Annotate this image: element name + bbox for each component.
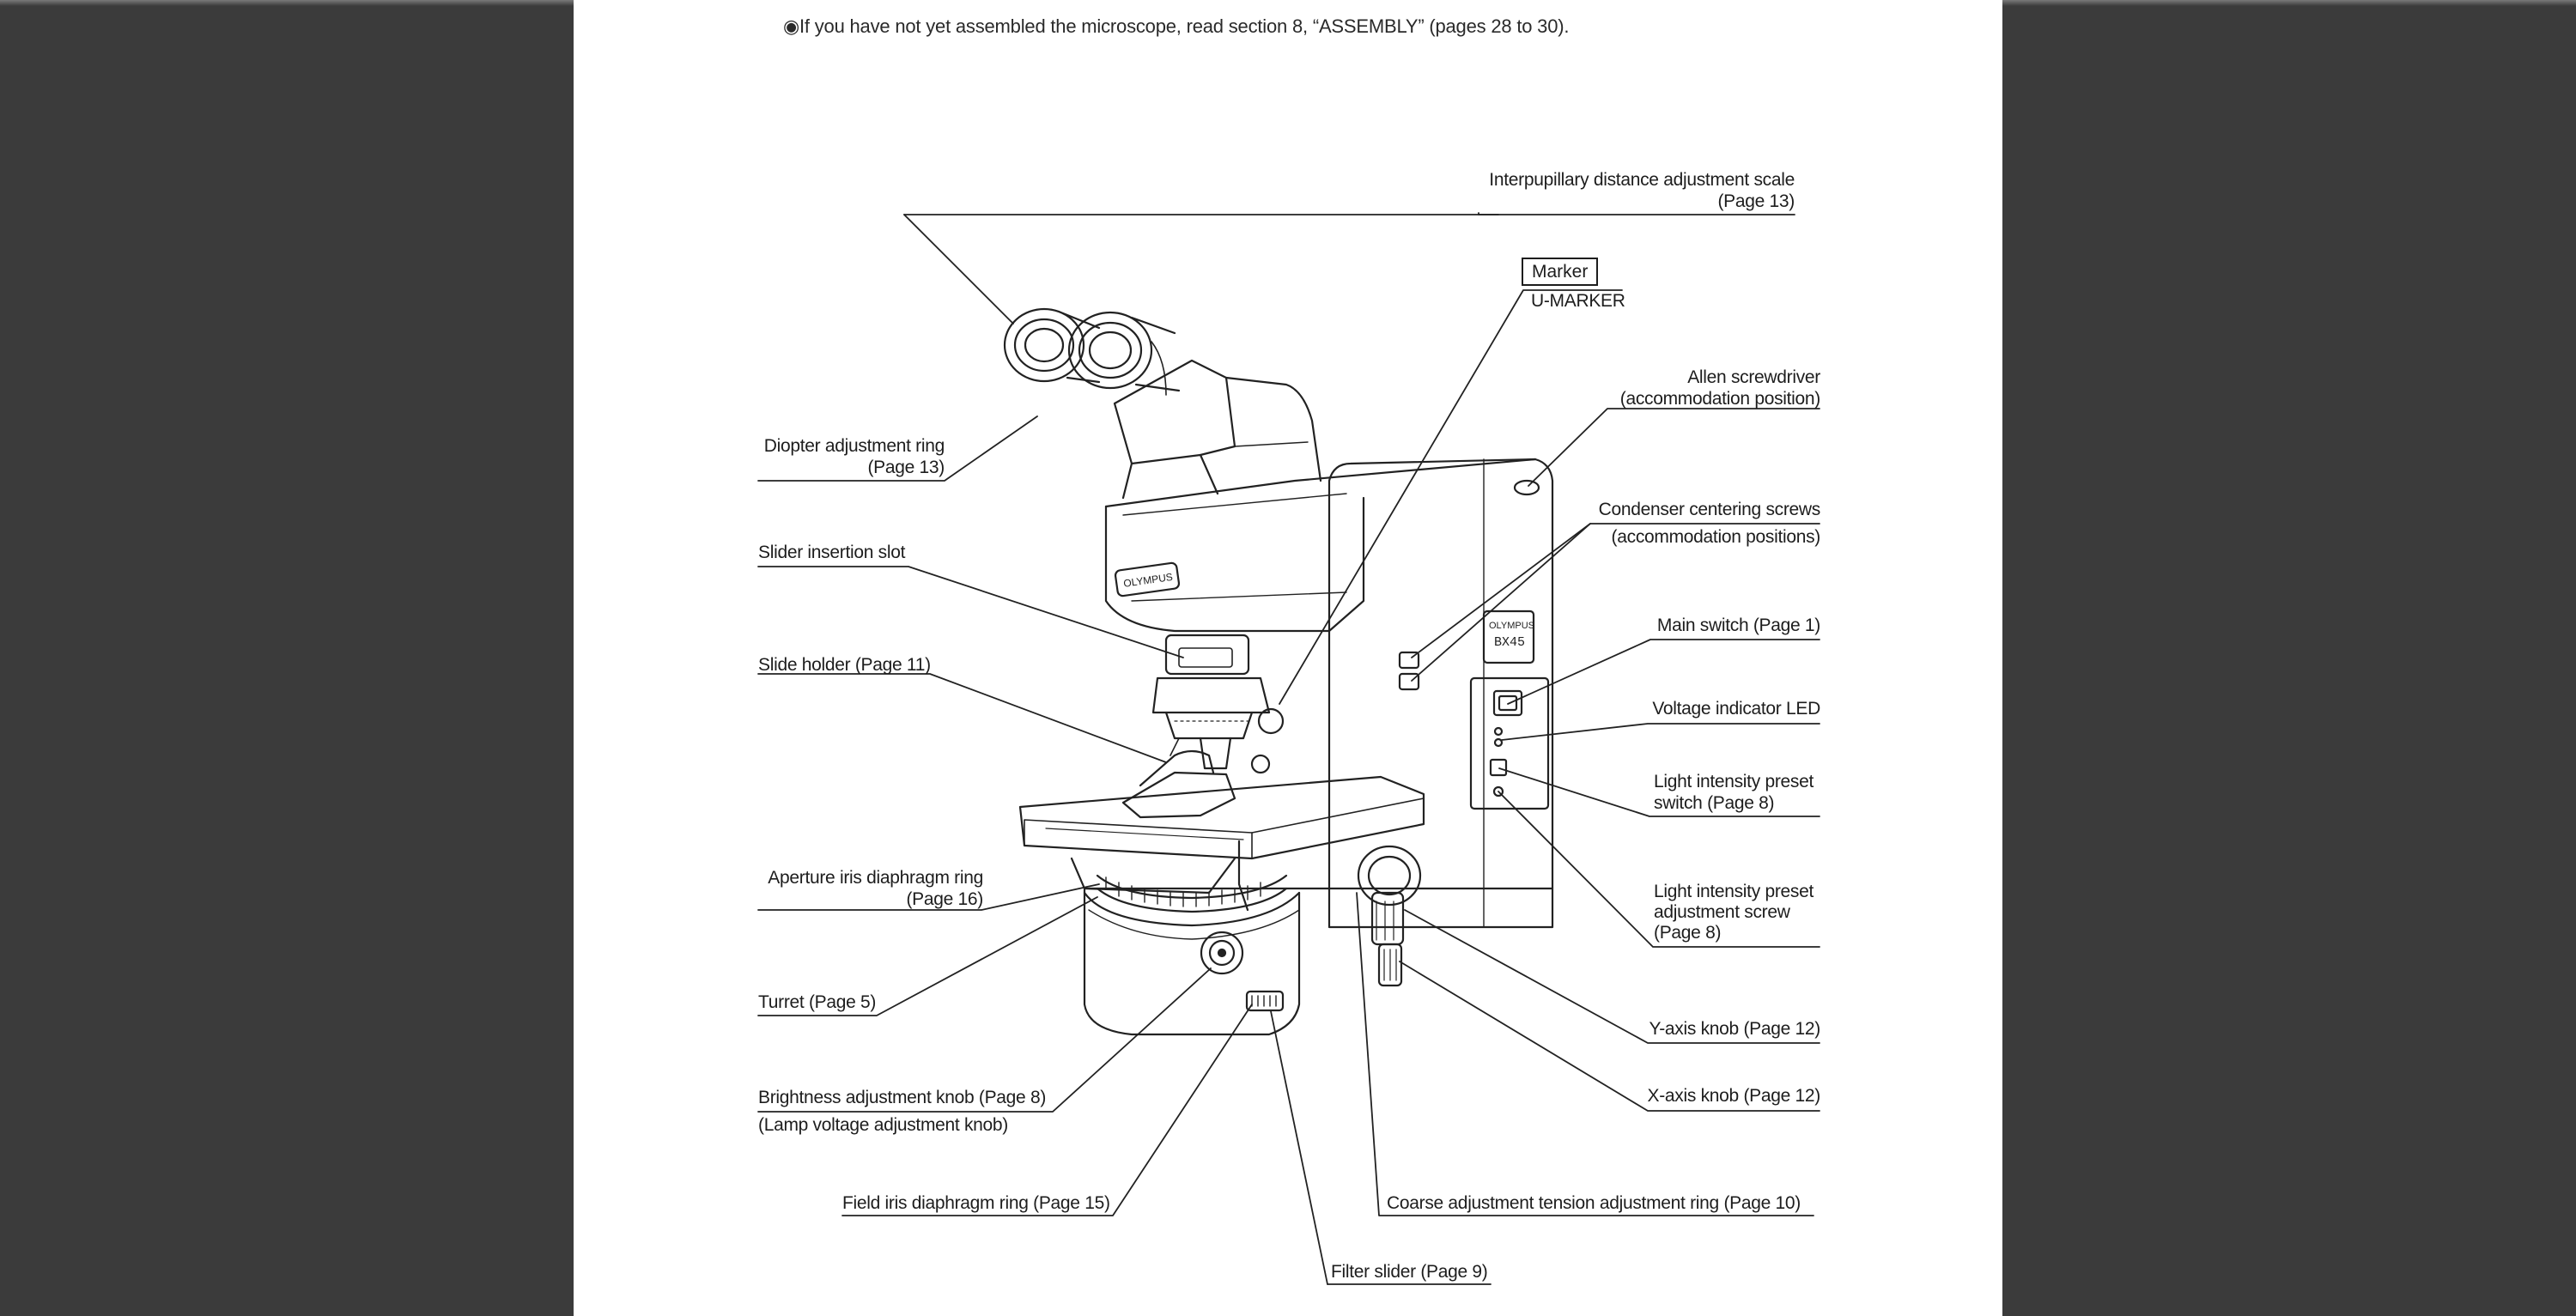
head-logo-text: OLYMPUS [1122,571,1173,590]
label-allen-line1: Allen screwdriver [1687,367,1820,387]
label-diopter-line2: (Page 13) [867,458,945,477]
control-panel [1469,609,1550,810]
label-condenser-screws: Condenser centering screws (accommodatio… [1535,496,1821,551]
label-aperture-line2: (Page 16) [906,889,983,909]
label-preset-switch-line1: Light intensity preset [1654,772,1814,791]
label-interpupillary-line2: (Page 13) [1717,191,1795,211]
right-eyepiece [1067,311,1181,396]
eyepiece-tube [1113,359,1322,500]
document-page[interactable]: ◉If you have not yet assembled the micro… [574,0,2002,1316]
label-turret: Turret (Page 5) [758,992,877,1012]
label-x-axis-knob: X-axis knob (Page 12) [1647,1086,1821,1106]
label-slider-slot: Slider insertion slot [758,543,906,562]
stage [1018,775,1425,912]
label-preset-screw-line2: adjustment screw [1654,902,1790,922]
label-allen-screwdriver: Allen screwdriver (accommodation positio… [1527,367,1821,409]
label-interpupillary: Interpupillary distance adjustment scale… [905,169,1795,212]
microscope-illustration: OLYMPUS OLYMPUS BX45 [757,212,1820,1285]
plate-brand-text: OLYMPUS [1489,621,1534,631]
allen-screwdriver-hole [1513,479,1540,496]
condenser-screws-accommodation [1398,651,1420,691]
microscope-head [1104,458,1537,633]
label-y-axis-knob: Y-axis knob (Page 12) [1649,1019,1820,1039]
label-main-switch: Main switch (Page 1) [1656,616,1820,635]
label-preset-screw-line1: Light intensity preset [1654,882,1814,901]
label-filter-slider: Filter slider (Page 9) [1331,1262,1488,1282]
label-condenser-line2: (accommodation positions) [1611,527,1821,547]
leader-lines [757,212,1820,1285]
label-marker-model: U-MARKER [1531,291,1625,311]
microscope-arm [1087,458,1554,929]
label-slide-holder: Slide holder (Page 11) [758,655,931,675]
label-aperture-line1: Aperture iris diaphragm ring [768,868,983,888]
nosepiece [1151,634,1285,740]
slide-holder-drawing [1121,737,1271,819]
condenser-turret [1096,874,1288,913]
label-field-iris: Field iris diaphragm ring (Page 15) [842,1193,1110,1213]
label-preset-screw: Light intensity preset adjustment screw … [1654,882,1814,943]
brightness-knob [1200,931,1244,975]
label-brightness-knob: Brightness adjustment knob (Page 8) [758,1088,1047,1107]
label-interpupillary-line1: Interpupillary distance adjustment scale [1489,170,1795,190]
left-eyepiece [1003,307,1101,384]
label-voltage-led: Voltage indicator LED [1652,699,1820,719]
label-preset-screw-line3: (Page 8) [1654,923,1722,943]
plate-model-text: BX45 [1494,635,1525,650]
field-iris-ring [1245,990,1285,1012]
label-preset-switch-line2: switch (Page 8) [1654,793,1775,813]
label-marker-box: Marker [1522,258,1599,286]
label-aperture-iris: Aperture iris diaphragm ring (Page 16) [758,867,983,910]
label-preset-switch: Light intensity preset switch (Page 8) [1654,771,1814,814]
label-lamp-voltage-knob: (Lamp voltage adjustment knob) [758,1115,1008,1135]
stage-coaxial-knobs [1357,845,1422,987]
assembly-note: ◉If you have not yet assembled the micro… [783,15,1570,37]
label-condenser-line1: Condenser centering screws [1598,500,1821,519]
label-diopter-line1: Diopter adjustment ring [763,436,945,456]
microscope-base [1083,887,1301,1036]
label-allen-line2: (accommodation position) [1619,389,1821,409]
label-diopter: Diopter adjustment ring (Page 13) [758,435,945,478]
label-coarse-adjustment: Coarse adjustment tension adjustment rin… [1387,1193,1801,1213]
